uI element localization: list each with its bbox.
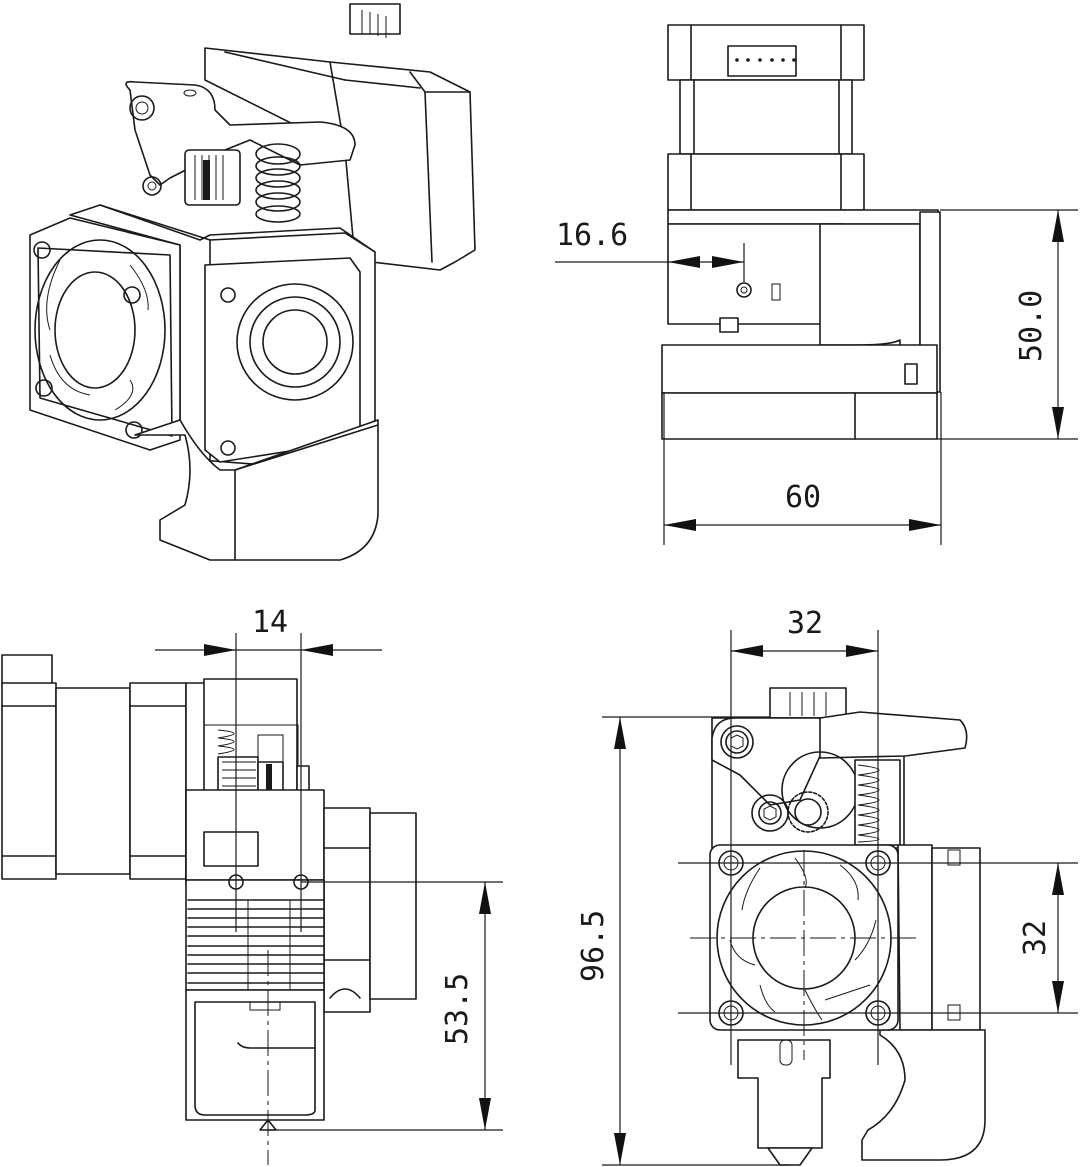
- dim-label-32-horizontal: 32: [787, 606, 823, 641]
- dim-rear-hole-spacing: 14: [155, 605, 382, 656]
- side-extruder-body: [661, 209, 941, 440]
- dim-front-hole-spacing-v: 32: [1018, 863, 1064, 1013]
- front-heater-nozzle: [737, 1039, 831, 1166]
- side-stepper-motor: [667, 24, 865, 211]
- dim-side-height: 50.0: [937, 209, 1078, 440]
- dim-label-32-vertical: 32: [1018, 920, 1053, 956]
- side-motor-connector: [727, 45, 797, 77]
- dim-front-total-height: 96.5: [576, 716, 790, 1166]
- rear-side-view: 14 53.5: [1, 605, 503, 1165]
- front-fan-duct: [861, 1029, 986, 1161]
- front-tension-lever: [711, 711, 968, 806]
- dim-label-53-5: 53.5: [440, 973, 475, 1045]
- rear-spring: [217, 729, 235, 755]
- iso-stepper-motor: [204, 3, 476, 271]
- iso-tension-spring: [255, 143, 301, 223]
- dim-side-width: 60: [663, 392, 942, 545]
- rear-mount-hole-1: [228, 874, 244, 890]
- side-view: 16.6 50.0 60: [555, 24, 1078, 545]
- dim-side-offset: 16.6: [555, 218, 745, 282]
- iso-blower-fan: [204, 257, 361, 463]
- rear-heater-block: [185, 989, 325, 1131]
- iso-fan-duct: [134, 419, 379, 561]
- dim-label-60: 60: [785, 480, 821, 515]
- dim-label-96-5: 96.5: [576, 910, 611, 982]
- front-view: 32 32 96.5: [576, 606, 1078, 1166]
- dim-rear-nozzle-height: 53.5: [268, 881, 503, 1131]
- rear-stepper-motor: [1, 654, 187, 880]
- front-motor-connector: [769, 687, 847, 719]
- isometric-view: [29, 3, 476, 561]
- iso-drive-gear: [142, 149, 241, 206]
- dim-front-hole-spacing-h: 32: [731, 606, 878, 657]
- dim-label-16-6: 16.6: [556, 218, 628, 253]
- dim-label-50-0: 50.0: [1014, 290, 1049, 362]
- iso-motor-connector: [349, 3, 401, 38]
- iso-axial-fan: [29, 217, 181, 451]
- dim-label-14: 14: [252, 605, 288, 640]
